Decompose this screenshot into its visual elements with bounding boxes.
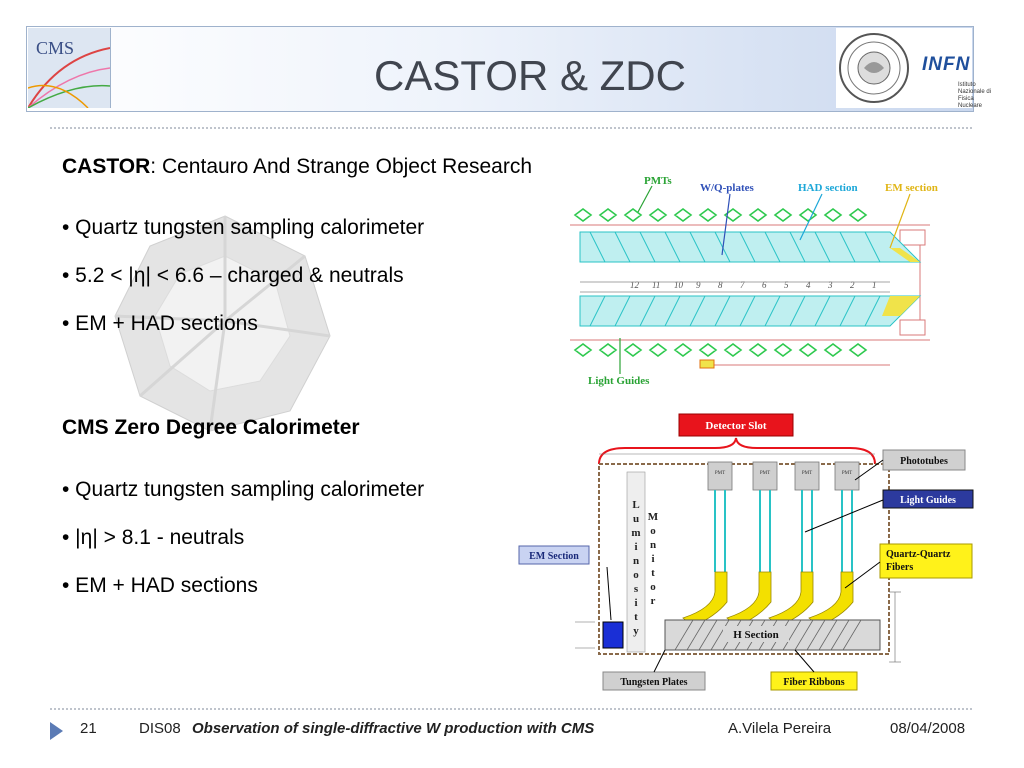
zdc-label-detector-slot: Detector Slot bbox=[705, 420, 767, 432]
castor-section-number: 4 bbox=[806, 280, 811, 290]
castor-schematic: PMTs W/Q-plates HAD section EM section L… bbox=[570, 175, 938, 387]
zdc-label-tungsten-plates: Tungsten Plates bbox=[620, 677, 687, 688]
castor-heading-bold: CASTOR bbox=[62, 155, 151, 178]
castor-section-number: 3 bbox=[827, 280, 833, 290]
castor-heading-rest: : Centauro And Strange Object Research bbox=[150, 155, 533, 178]
footer-conference: DIS08 bbox=[139, 720, 181, 737]
zdc-bullet-2: • |η| > 8.1 - neutrals bbox=[62, 526, 245, 549]
castor-label-wq-plates: W/Q-plates bbox=[700, 182, 754, 194]
zdc-bullet-1: • Quartz tungsten sampling calorimeter bbox=[62, 478, 425, 501]
zdc-label-em-section: EM Section bbox=[529, 551, 579, 562]
footer-author: A.Vilela Pereira bbox=[728, 720, 832, 737]
triangle-arrow-icon bbox=[50, 722, 63, 740]
castor-section-number: 7 bbox=[740, 280, 745, 290]
castor-label-light-guides: Light Guides bbox=[588, 375, 650, 387]
castor-label-had: HAD section bbox=[798, 182, 858, 194]
castor-section-number: 5 bbox=[784, 280, 789, 290]
pmt-label: PMT bbox=[760, 471, 770, 476]
pmt-label: PMT bbox=[842, 471, 852, 476]
castor-section-number: 10 bbox=[674, 280, 684, 290]
zdc-heading: CMS Zero Degree Calorimeter bbox=[62, 416, 360, 439]
pmt-label: PMT bbox=[802, 471, 812, 476]
seal-icon bbox=[839, 33, 909, 103]
castor-section-number: 8 bbox=[718, 280, 723, 290]
header-separator bbox=[50, 127, 972, 129]
castor-section-number: 1 bbox=[872, 280, 877, 290]
castor-section-number: 2 bbox=[850, 280, 855, 290]
footer-talk-title: Observation of single-diffractive W prod… bbox=[192, 720, 595, 737]
infn-subtitle: Istituto Nazionale di Fisica Nucleare bbox=[958, 82, 992, 109]
castor-label-em: EM section bbox=[885, 182, 938, 194]
castor-bullet-2: • 5.2 < |η| < 6.6 – charged & neutrals bbox=[62, 264, 404, 287]
castor-section-number: 12 bbox=[630, 280, 640, 290]
castor-bullet-1: • Quartz tungsten sampling calorimeter bbox=[62, 216, 425, 239]
footer-separator bbox=[50, 708, 972, 710]
footer-page-number: 21 bbox=[80, 720, 97, 737]
detector-watermark-icon bbox=[114, 215, 331, 432]
footer-date: 08/04/2008 bbox=[890, 720, 966, 737]
infn-logo-text: INFN bbox=[922, 54, 971, 75]
castor-section-number: 11 bbox=[652, 280, 660, 290]
castor-label-pmts: PMTs bbox=[644, 175, 672, 187]
castor-section-number: 6 bbox=[762, 280, 767, 290]
castor-heading: CASTOR: Centauro And Strange Object Rese… bbox=[62, 155, 532, 179]
cms-logo: CMS bbox=[27, 28, 111, 109]
cms-logo-text: CMS bbox=[36, 38, 74, 58]
castor-bullet-3: • EM + HAD sections bbox=[62, 312, 258, 335]
header-bar bbox=[26, 26, 974, 112]
pmt-label: PMT bbox=[715, 471, 725, 476]
zdc-label-light-guides: Light Guides bbox=[900, 495, 956, 506]
castor-section-number: 9 bbox=[696, 280, 701, 290]
zdc-label-h-section: H Section bbox=[733, 629, 779, 641]
zdc-bullet-3: • EM + HAD sections bbox=[62, 574, 258, 597]
zdc-label-fiber-ribbons: Fiber Ribbons bbox=[783, 677, 844, 688]
infn-logo-box bbox=[912, 28, 972, 108]
background-detector-graphic bbox=[100, 196, 350, 446]
cms-logo-graphic: CMS bbox=[27, 38, 111, 109]
castor-diagram: PMTs W/Q-plates HAD section EM section L… bbox=[560, 170, 960, 390]
zdc-label-phototubes: Phototubes bbox=[900, 456, 948, 467]
slide-title: CASTOR & ZDC bbox=[374, 52, 686, 99]
university-seal bbox=[836, 28, 912, 108]
